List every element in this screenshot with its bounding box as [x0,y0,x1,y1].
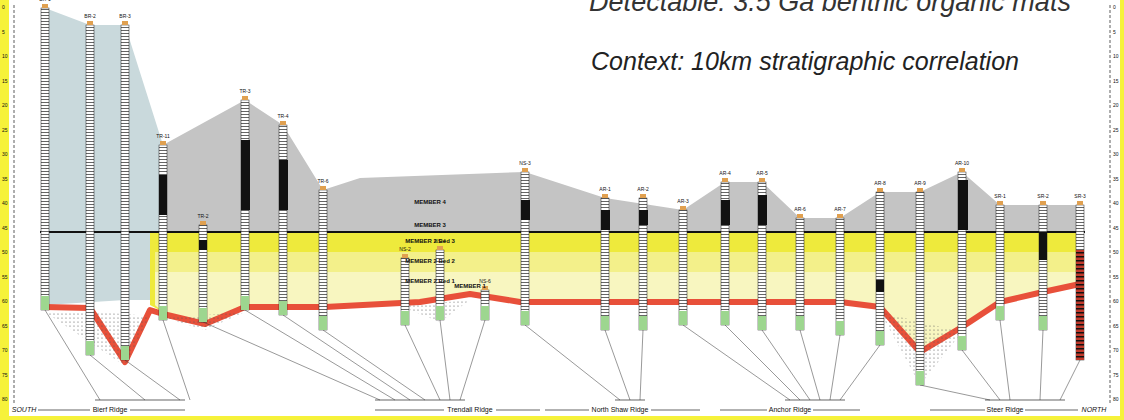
member-label: MEMBER 2 Bed 1 [405,278,455,285]
member-label: MEMBER 3 [414,222,446,229]
scale-number: 70 [1113,348,1119,354]
ridge-label: Steer Ridge [987,406,1024,414]
scale-number: 30 [1113,152,1119,158]
scale-number: 60 [2,299,8,305]
scale-number: 25 [2,128,8,134]
context-text: Context: 10km stratigraphic correlation [591,48,1019,76]
scale-number: 35 [1113,177,1119,183]
scale-number: 35 [2,177,8,183]
section-id: AR-10 [955,161,969,167]
scale-number: 40 [1113,201,1119,207]
section-id: SR-2 [1037,194,1048,200]
scale-number: 50 [1113,250,1119,256]
scale-number: 20 [2,103,8,109]
scale-number: 5 [2,30,5,36]
section-id: SR-3 [1074,194,1085,200]
scale-number: 60 [1113,299,1119,305]
section-id: AR-6 [794,207,805,213]
scale-number: 55 [2,275,8,281]
section-id: BR-1 [39,0,50,3]
scale-number: 80 [1113,397,1119,403]
scale-number: 65 [2,324,8,330]
scale-number: 75 [1113,373,1119,379]
section-columns [41,4,1084,400]
ridge-label: North Shaw Ridge [592,406,649,414]
section-id: NS-3 [519,161,530,167]
stratigraphic-units [40,8,1085,385]
scale-number: 20 [1113,103,1119,109]
scale-number: 45 [1113,226,1119,232]
section-id: TR-2 [197,214,208,220]
section-id: TR-4 [277,114,288,120]
scale-number: 45 [2,226,8,232]
scale-number: 15 [2,79,8,85]
member-label: MEMBER 2 Bed 3 [405,238,455,245]
scale-number: 5 [1113,30,1116,36]
scale-number: 75 [2,373,8,379]
section-id: BR-2 [84,14,95,20]
scale-number: 25 [1113,128,1119,134]
section-id: NS-2 [399,247,410,253]
section-id: TR-11 [156,134,170,140]
member-label: MEMBER 2 Bed 2 [405,258,455,265]
section-id: TR-3 [239,89,250,95]
scale-number: 65 [1113,324,1119,330]
scale-number: 0 [1113,5,1116,11]
ridge-label: Trendall Ridge [447,406,492,414]
section-id: AR-7 [834,207,845,213]
slide-title: Detectable: 3.5 Ga benthic organic mats [585,0,1075,16]
scale-number: 55 [1113,275,1119,281]
ridge-label: Bierf Ridge [93,406,128,414]
scale-number: 80 [2,397,8,403]
scale-number: 70 [2,348,8,354]
ridge-label: Anchor Ridge [769,406,811,414]
scale-number: 0 [2,5,5,11]
scale-number: 40 [2,201,8,207]
section-id: AR-8 [874,181,885,187]
section-id: BR-3 [119,14,130,20]
section-id: AR-1 [599,187,610,193]
section-id: NS-6 [479,279,490,285]
section-id: SR-1 [994,194,1005,200]
section-id: AR-2 [637,187,648,193]
section-id: NS-4 [434,239,445,245]
direction-label: NORTH [1082,406,1107,414]
section-id: TR-6 [317,179,328,185]
scale-number: 10 [2,54,8,60]
scale-number: 30 [2,152,8,158]
section-id: AR-9 [914,181,925,187]
section-id: AR-3 [677,199,688,205]
scale-number: 10 [1113,54,1119,60]
ridge-brackets [38,400,1078,410]
member-label: MEMBER 4 [414,199,446,206]
scale-number: 50 [2,250,8,256]
direction-label: SOUTH [12,406,37,414]
scale-number: 15 [1113,79,1119,85]
section-id: AR-4 [719,171,730,177]
section-id: AR-5 [756,171,767,177]
